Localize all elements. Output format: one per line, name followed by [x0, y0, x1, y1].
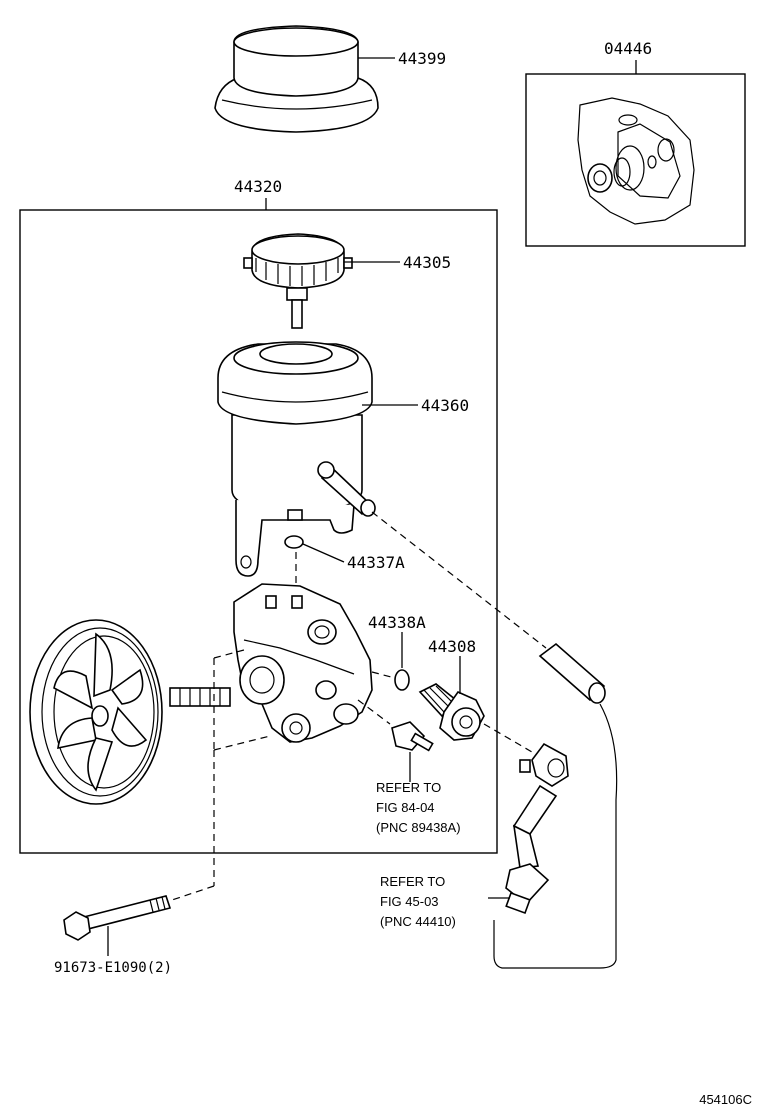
part-number-reservoir-tank: 44360: [421, 396, 469, 415]
gasket-kit-box: [525, 73, 746, 247]
refer-hose-line1: REFER TO: [380, 874, 445, 889]
dashed-guide: [371, 511, 547, 649]
gasket-kit-part: [577, 97, 695, 225]
part-number-reservoir-cover: 44399: [398, 49, 446, 68]
refer-hose-line3: (PNC 44410): [380, 914, 456, 929]
reservoir-cap-part: [243, 233, 353, 329]
pressure-sensor-part: [391, 721, 434, 752]
small-o-ring-part: [394, 669, 410, 691]
part-number-cap: 44305: [403, 253, 451, 272]
part-number-bolt: 91673-E1090(2): [54, 960, 172, 976]
refer-sensor-line2: FIG 84-04: [376, 800, 435, 815]
dashed-guide: [483, 723, 533, 753]
dashed-guide: [171, 885, 215, 901]
union-fitting-part: [418, 683, 485, 741]
reservoir-tank-part: [217, 341, 376, 577]
part-number-gasket-kit: 04446: [604, 39, 652, 58]
reservoir-cover-part: [214, 25, 379, 133]
pulley-part: [29, 619, 231, 805]
part-number-o-ring: 44337A: [347, 553, 405, 572]
pump-body-part: [233, 583, 373, 743]
o-ring-part: [284, 535, 304, 549]
return-hose-part: [493, 642, 618, 969]
part-number-pump-assembly: 44320: [234, 177, 282, 196]
bolt-part: [63, 895, 172, 941]
dashed-guide: [213, 649, 271, 751]
leader-line: [302, 543, 345, 563]
pump-assembly-frame: [19, 209, 498, 854]
refer-hose-line2: FIG 45-03: [380, 894, 439, 909]
refer-sensor-line1: REFER TO: [376, 780, 441, 795]
part-number-union: 44308: [428, 637, 476, 656]
part-number-small-o-ring: 44338A: [368, 613, 426, 632]
figure-code: 454106C: [699, 1092, 752, 1107]
pressure-hose-part: [505, 742, 569, 915]
refer-sensor-line3: (PNC 89438A): [376, 820, 461, 835]
dashed-guide: [371, 671, 396, 679]
dashed-guide: [357, 699, 391, 725]
